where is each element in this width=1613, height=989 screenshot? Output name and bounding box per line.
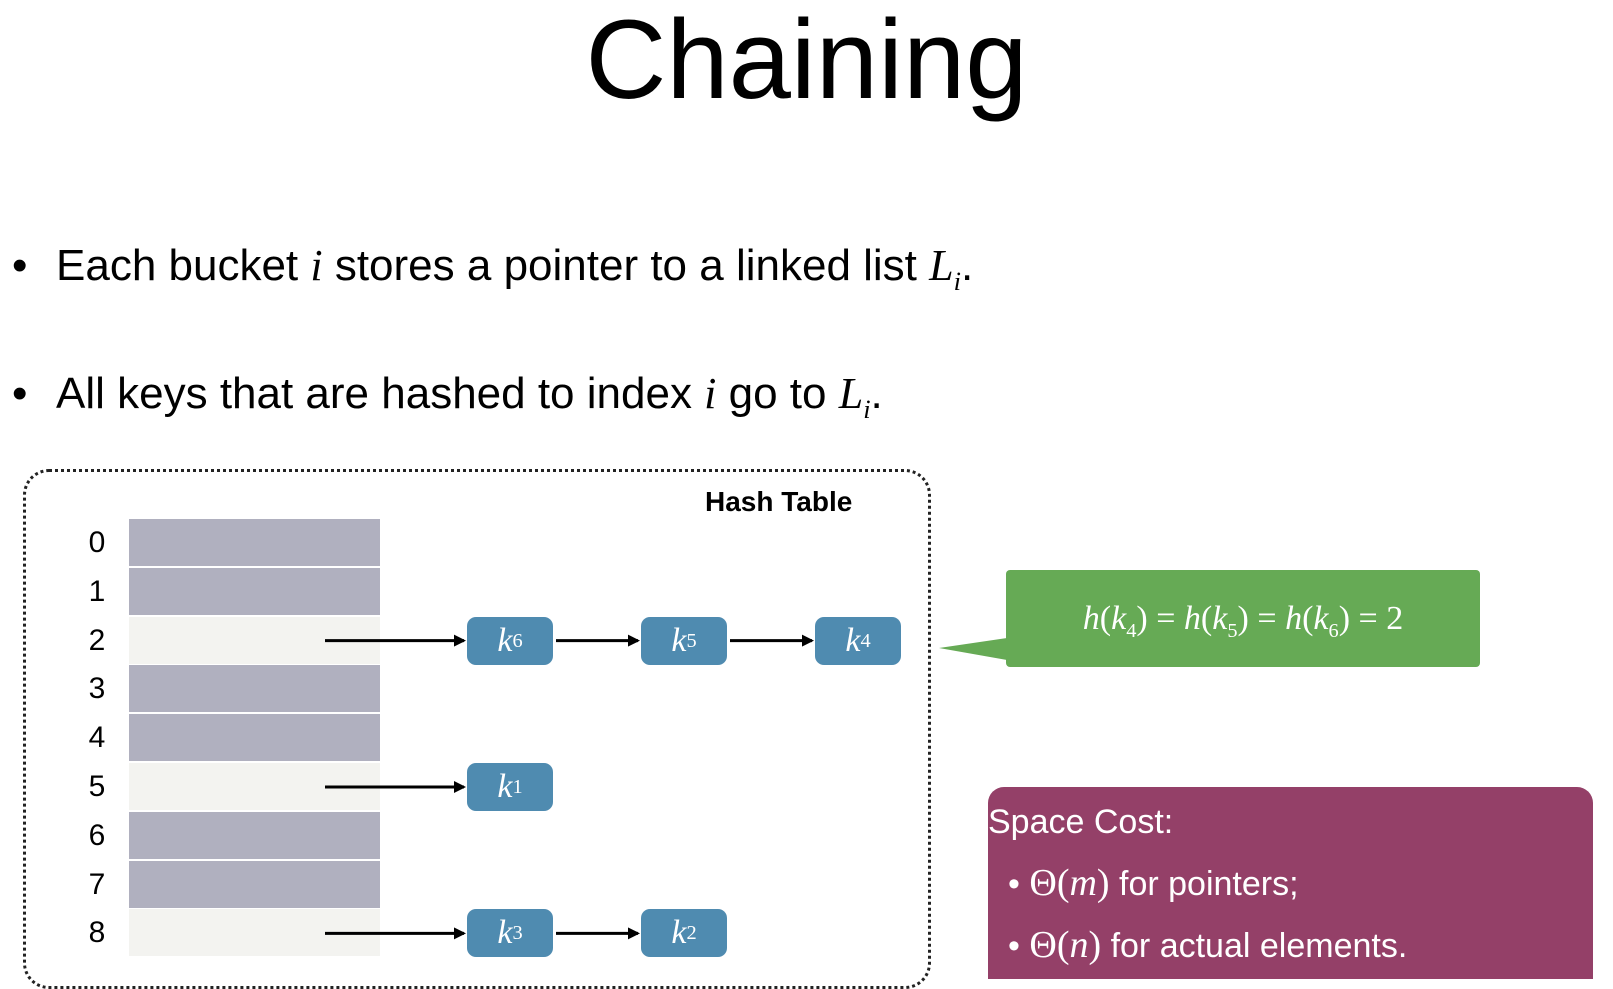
- bucket-slot: [129, 860, 380, 908]
- bucket-slot: [129, 714, 380, 762]
- hash-equality-formula: h(k4) = h(k5) = h(k6) = 2: [1082, 599, 1404, 642]
- space-cost-heading: Space Cost:: [988, 803, 1174, 841]
- bucket-index: 7: [88, 867, 106, 901]
- bucket-index: 5: [88, 770, 106, 803]
- hash-table-label: Hash Table: [705, 486, 853, 517]
- slide-title: Chaining: [585, 0, 1028, 122]
- bucket-slot: [129, 811, 380, 859]
- bucket-index: 3: [88, 672, 106, 706]
- callout-pointer: [939, 638, 1007, 660]
- bucket-index: 6: [88, 818, 106, 852]
- space-cost-box: Space Cost: • Θ(m) for pointers; • Θ(n) …: [988, 787, 1593, 979]
- bullet-dot: •: [12, 241, 28, 290]
- bucket-index: 0: [88, 526, 106, 559]
- bullet-dot: •: [12, 369, 28, 418]
- space-cost-elements: • Θ(n) for actual elements.: [1008, 924, 1408, 966]
- hash-equality-callout: h(k4) = h(k5) = h(k6) = 2: [939, 570, 1480, 667]
- bucket-slot: [129, 567, 380, 615]
- bucket-index: 8: [88, 916, 106, 950]
- bullet-text: All keys that are hashed to index i go t…: [56, 369, 883, 424]
- space-cost-pointers: • Θ(m) for pointers;: [1008, 862, 1299, 904]
- bucket-index: 1: [88, 574, 106, 608]
- bucket-slot: [129, 519, 380, 566]
- bucket-index: 4: [88, 721, 106, 755]
- bucket-slot: [129, 665, 380, 713]
- bullet-text: Each bucket i stores a pointer to a link…: [56, 241, 974, 296]
- bucket-index: 2: [88, 623, 106, 657]
